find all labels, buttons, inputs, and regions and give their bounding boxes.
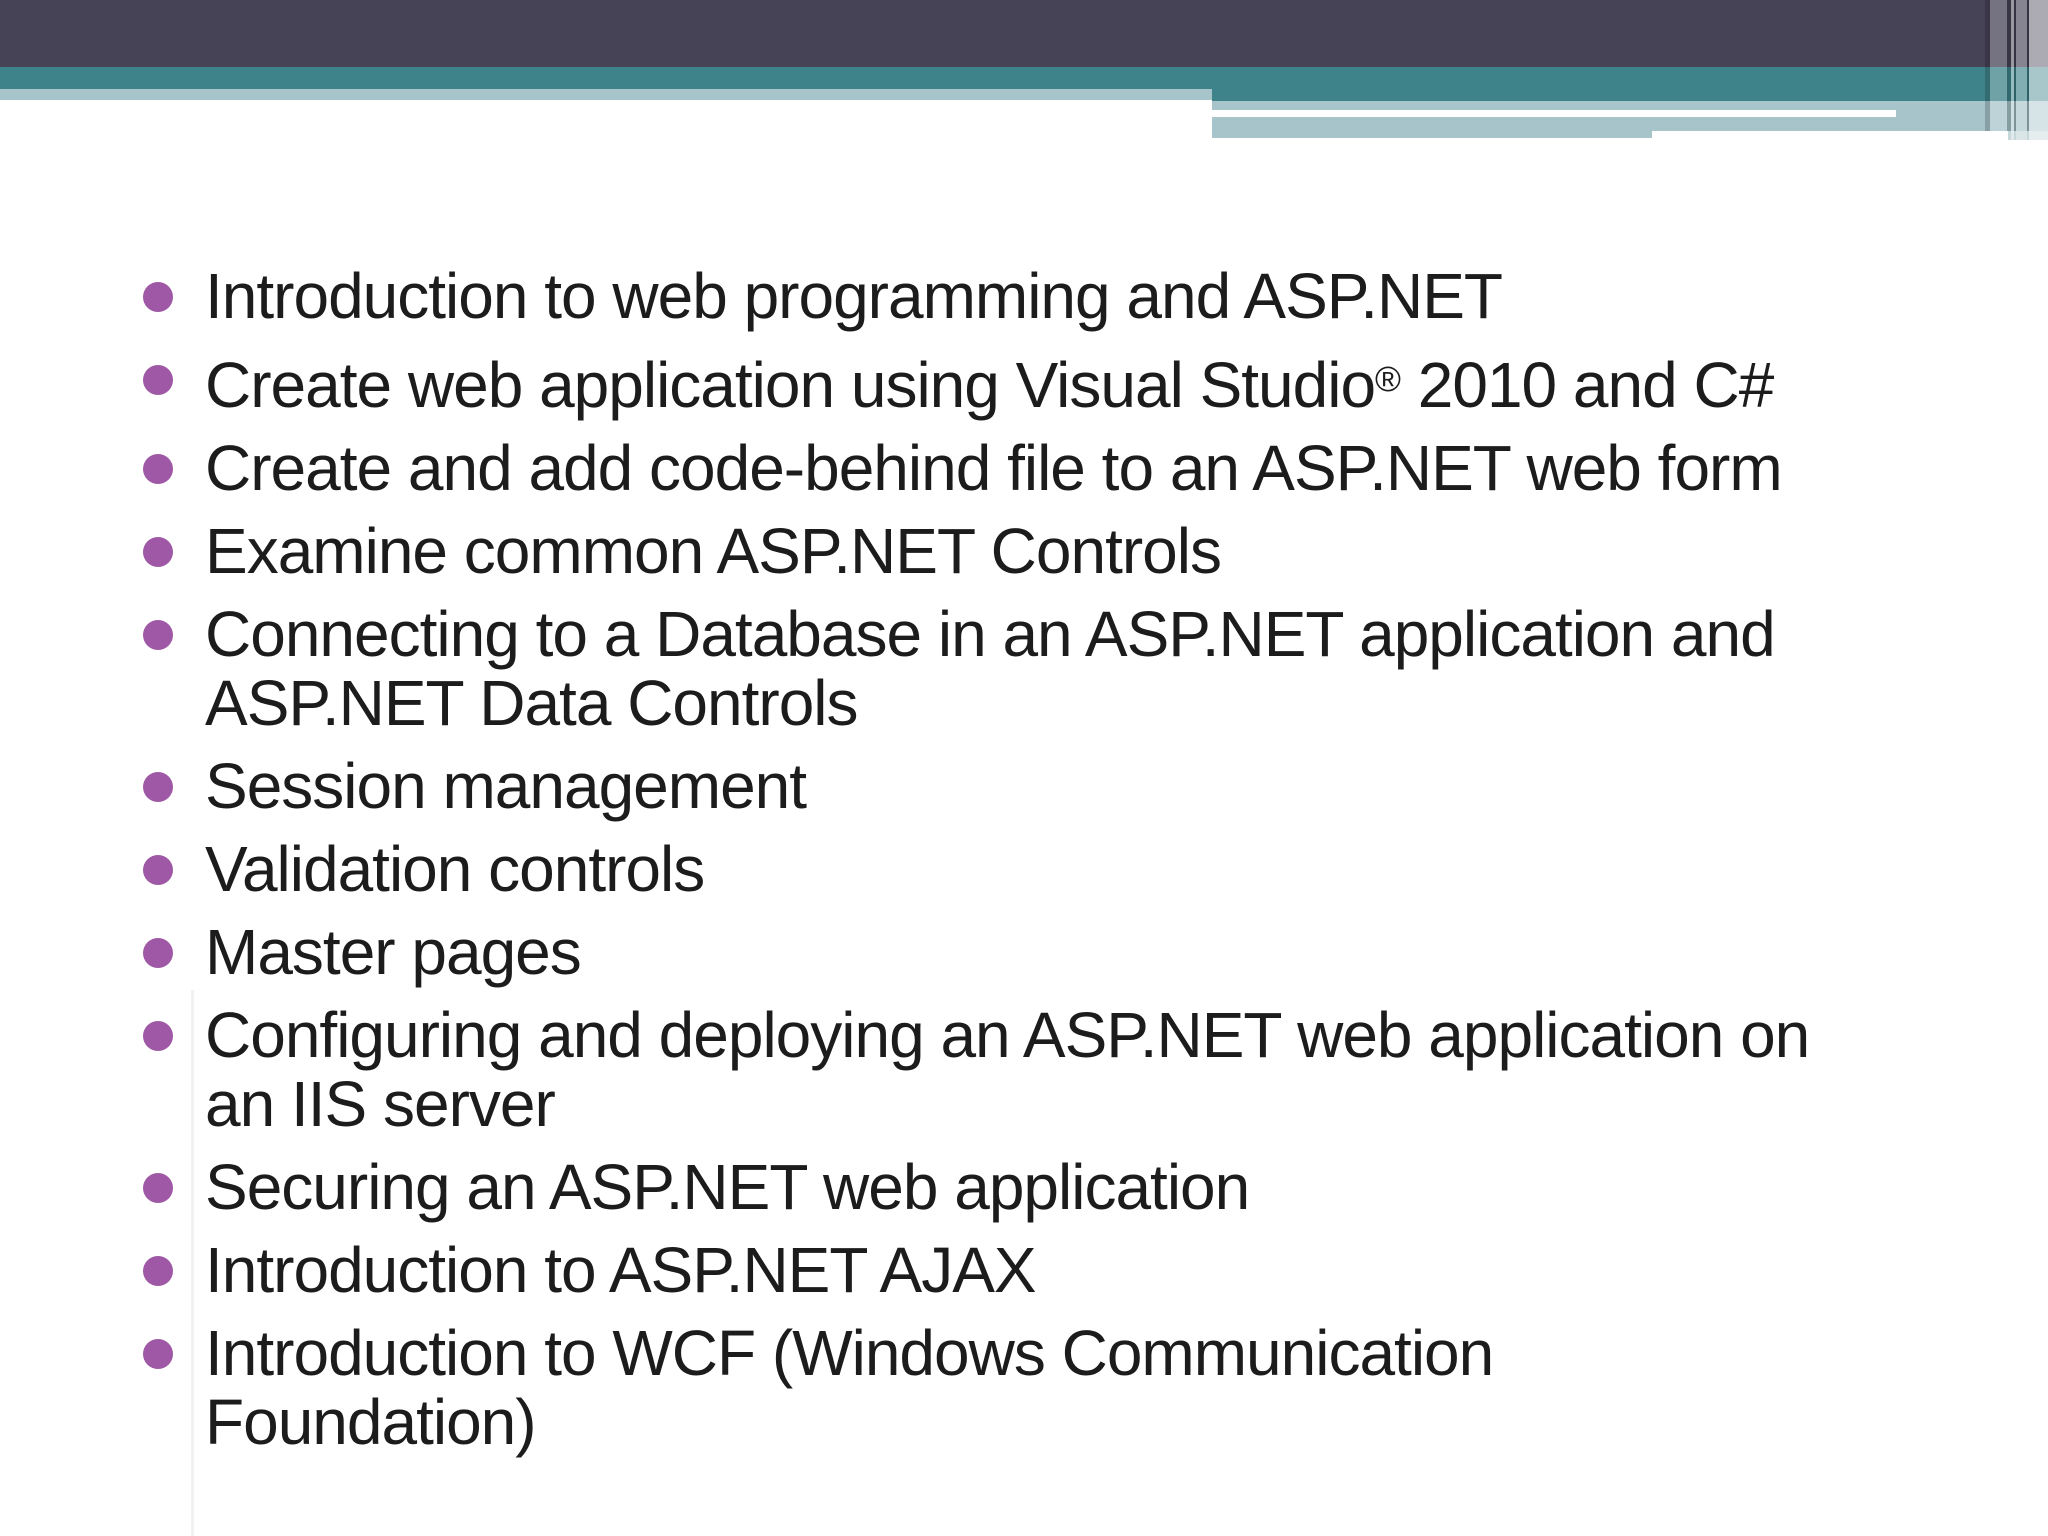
bullet-item-line: Introduction to WCF (Windows Communicati… — [205, 1316, 1494, 1389]
corner-stripe-band — [2016, 0, 2027, 140]
bullet-item-lines: Introduction to ASP.NET AJAX — [205, 1233, 2008, 1306]
bullet-item: Configuring and deploying an ASP.NET web… — [143, 998, 2008, 1140]
bullet-item-line: Examine common ASP.NET Controls — [205, 514, 1222, 587]
bullet-item-line: Create web application using Visual Stud… — [205, 348, 1774, 421]
bullet-dot — [143, 1338, 173, 1369]
bullet-dot — [143, 453, 173, 484]
bullet-dot — [143, 619, 173, 650]
corner-stripe-line — [2007, 0, 2011, 131]
corner-stripe-band — [2011, 0, 2014, 140]
bullet-item: Examine common ASP.NET Controls — [143, 514, 2008, 587]
bullet-item-line: Foundation) — [205, 1385, 537, 1458]
bullet-item-lines: Session management — [205, 749, 2008, 822]
corner-stripe-line — [1985, 0, 1990, 131]
bullet-dot — [143, 365, 173, 395]
bullet-item-line: Connecting to a Database in an ASP.NET a… — [205, 597, 1776, 670]
header-lightblue-block-right — [1212, 101, 1652, 138]
bullet-item: Session management — [143, 749, 2008, 822]
bullet-item-line: Securing an ASP.NET web application — [205, 1150, 1250, 1223]
left-edge-artifact-line — [191, 990, 194, 1536]
registered-trademark-symbol: ® — [1375, 360, 1401, 399]
header-lightblue-bar-left — [0, 89, 1212, 100]
bullet-item-lines: Master pages — [205, 915, 2008, 988]
bullet-item-lines: Create and add code-behind file to an AS… — [205, 431, 2008, 504]
header-teal-bar-left — [0, 67, 1212, 89]
bullet-dot — [143, 937, 173, 968]
bullet-item-lines: Connecting to a Database in an ASP.NET a… — [205, 597, 2008, 739]
corner-stripe-line — [2027, 0, 2029, 131]
bullet-item-line: Create and add code-behind file to an AS… — [205, 431, 1783, 504]
bullet-item: Master pages — [143, 915, 2008, 988]
bullet-item-line: Introduction to web programming and ASP.… — [205, 260, 1503, 332]
bullet-item-line: Master pages — [205, 915, 582, 988]
bullet-dot — [143, 536, 173, 567]
bullet-dot — [143, 771, 173, 802]
bullet-item-line: Introduction to ASP.NET AJAX — [205, 1233, 1037, 1306]
corner-stripe-band — [2029, 0, 2048, 140]
bullet-list: Introduction to web programming and ASP.… — [143, 262, 2008, 1457]
bullet-item: Introduction to ASP.NET AJAX — [143, 1233, 2008, 1306]
bullet-item-lines: Securing an ASP.NET web application — [205, 1150, 2008, 1223]
bullet-item-line: an IIS server — [205, 1067, 556, 1140]
corner-vertical-stripes — [1985, 0, 2048, 140]
bullet-item: Create web application using Visual Stud… — [143, 345, 2008, 420]
corner-stripe-patch — [2008, 131, 2048, 140]
bullet-dot — [143, 1020, 173, 1051]
bullet-dot — [143, 282, 173, 312]
corner-stripe-band — [1990, 0, 2007, 131]
bullet-item-lines: Introduction to WCF (Windows Communicati… — [205, 1316, 2008, 1458]
bullet-item-lines: Examine common ASP.NET Controls — [205, 514, 2008, 587]
bullet-item-lines: Configuring and deploying an ASP.NET web… — [205, 998, 2008, 1140]
bullet-item: Introduction to web programming and ASP.… — [143, 262, 2008, 331]
bullet-dot — [143, 1172, 173, 1203]
bullet-item: Create and add code-behind file to an AS… — [143, 431, 2008, 504]
bullet-item-line: Configuring and deploying an ASP.NET web… — [205, 998, 1810, 1071]
bullet-item: Securing an ASP.NET web application — [143, 1150, 2008, 1223]
bullet-item: Connecting to a Database in an ASP.NET a… — [143, 597, 2008, 739]
corner-stripe-line — [2014, 0, 2016, 131]
bullet-item: Validation controls — [143, 832, 2008, 905]
bullet-item: Introduction to WCF (Windows Communicati… — [143, 1316, 2008, 1458]
header-white-stripe — [1212, 110, 1896, 117]
bullet-item-lines: Introduction to web programming and ASP.… — [205, 262, 2008, 331]
bullet-item-line: Session management — [205, 749, 807, 822]
bullet-item-lines: Create web application using Visual Stud… — [205, 345, 2008, 420]
bullet-dot — [143, 1255, 173, 1286]
bullet-item-line: ASP.NET Data Controls — [205, 666, 859, 739]
header-navy-bar — [0, 0, 2048, 67]
bullet-dot — [143, 854, 173, 885]
bullet-item-lines: Validation controls — [205, 832, 2008, 905]
header-teal-bar-right — [1212, 67, 2048, 101]
bullet-item-line: Validation controls — [205, 832, 705, 905]
